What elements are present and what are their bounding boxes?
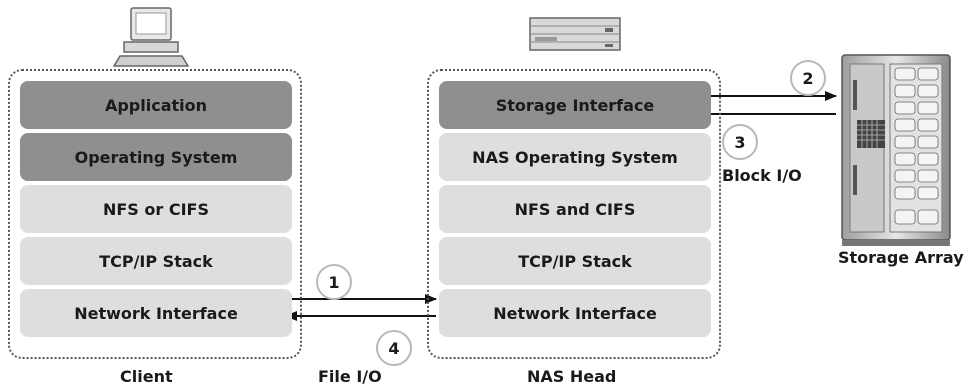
client-layer-tcpip-stack: TCP/IP Stack (20, 237, 292, 285)
storage-array-icon (841, 54, 951, 246)
nas-server-icon (529, 17, 621, 51)
client-layer-nfs-or-cifs: NFS or CIFS (20, 185, 292, 233)
nas-head-label: NAS Head (527, 367, 617, 386)
nas-layer-nas-operating-system: NAS Operating System (439, 133, 711, 181)
client-layer-application: Application (20, 81, 292, 129)
block-io-label: Block I/O (722, 166, 802, 185)
storage-array-label: Storage Array (838, 248, 964, 267)
computer-icon (112, 7, 190, 67)
step-2-badge: 2 (790, 60, 826, 96)
step-3-badge: 3 (722, 124, 758, 160)
client-stack: Application Operating System NFS or CIFS… (8, 69, 302, 359)
nas-layer-tcpip-stack: TCP/IP Stack (439, 237, 711, 285)
client-label: Client (120, 367, 173, 386)
nas-layer-nfs-and-cifs: NFS and CIFS (439, 185, 711, 233)
client-layer-operating-system: Operating System (20, 133, 292, 181)
nas-layer-storage-interface: Storage Interface (439, 81, 711, 129)
step-4-badge: 4 (376, 330, 412, 366)
file-io-label: File I/O (318, 367, 382, 386)
step-1-badge: 1 (316, 264, 352, 300)
nas-layer-network-interface: Network Interface (439, 289, 711, 337)
client-layer-network-interface: Network Interface (20, 289, 292, 337)
nas-head-stack: Storage Interface NAS Operating System N… (427, 69, 721, 359)
